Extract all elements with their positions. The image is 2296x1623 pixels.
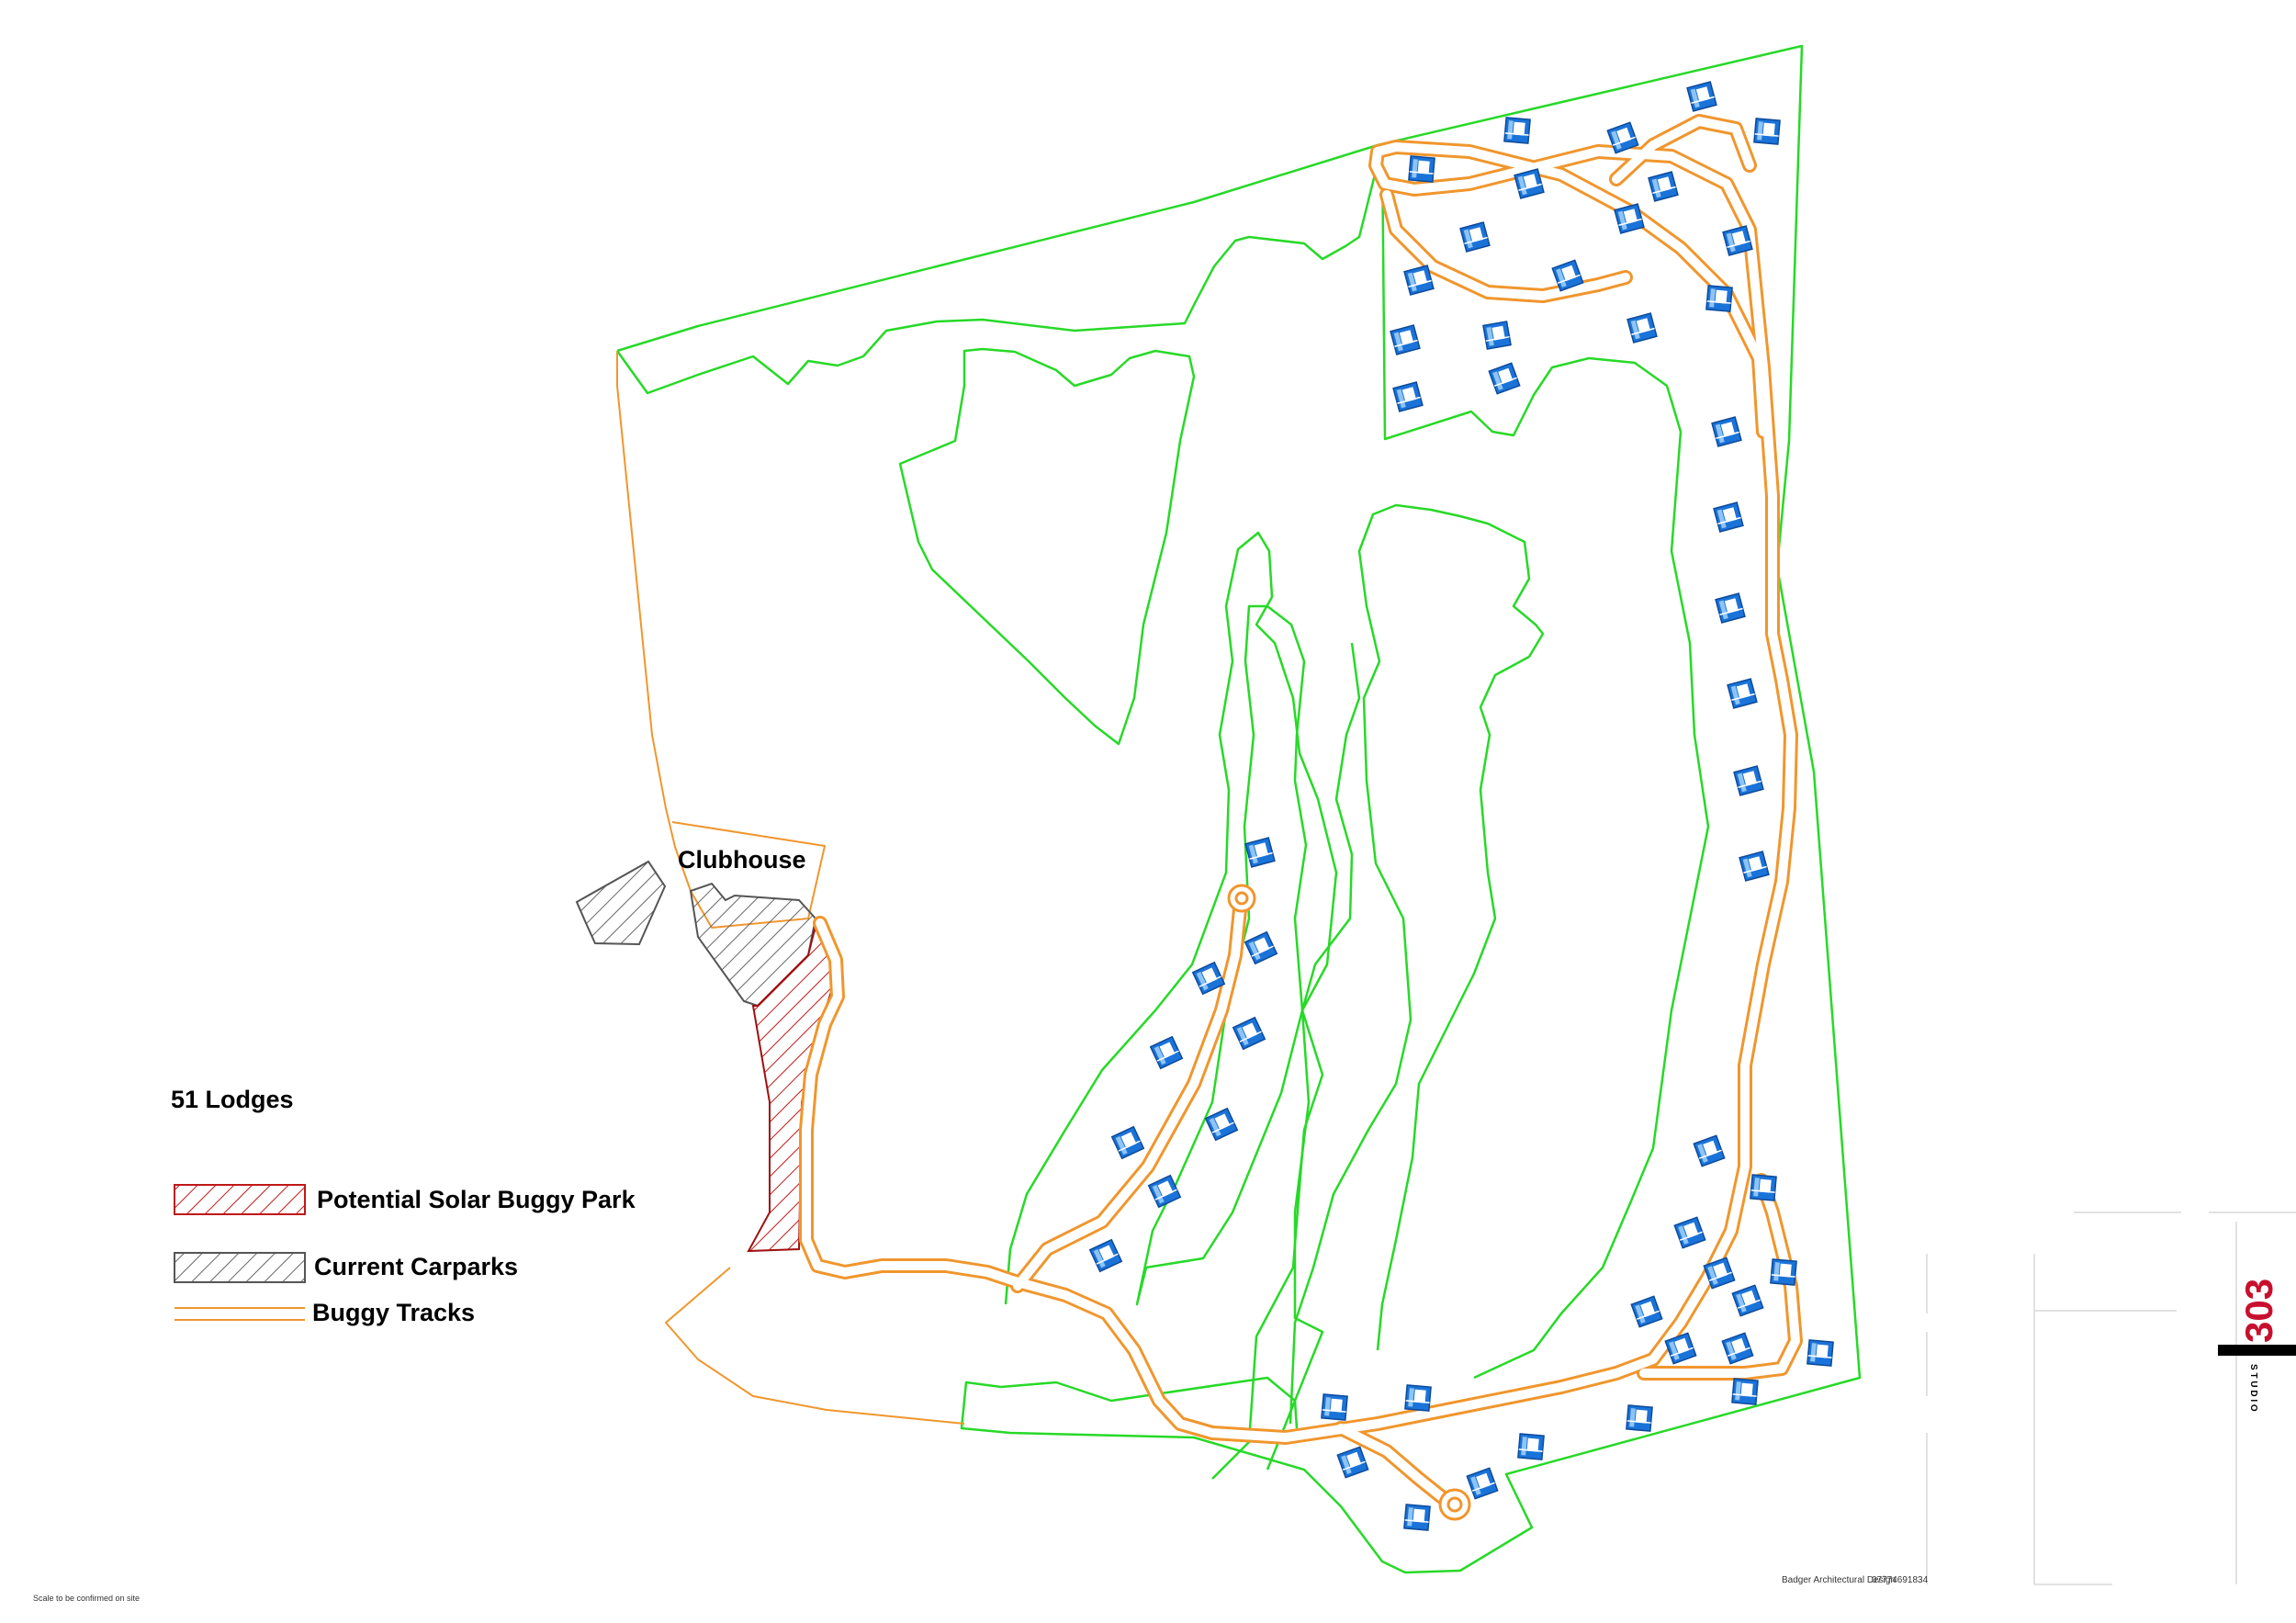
lodge-count-label: 51 Lodges <box>171 1086 294 1113</box>
lodge-icon <box>1705 285 1733 312</box>
lodge-icon <box>1244 930 1278 965</box>
clubhouse-label: Clubhouse <box>678 846 806 873</box>
lodge-icon <box>1753 118 1781 145</box>
fairway-island-west <box>1135 604 1308 1306</box>
lodge-icon <box>1693 1134 1726 1167</box>
lodge-icon <box>1408 155 1435 183</box>
stamp-number: 303 <box>2237 1279 2280 1343</box>
lodge-icon <box>1466 1467 1499 1500</box>
lodge-icon <box>1517 1433 1545 1460</box>
lodge-icon <box>1149 1035 1184 1070</box>
legend-label-solar: Potential Solar Buggy Park <box>317 1186 636 1213</box>
lodge-icon <box>1715 592 1746 624</box>
lodge-icon <box>1232 1016 1266 1051</box>
northern-inner-boundary <box>615 144 1384 395</box>
lodge-icon <box>1614 203 1645 234</box>
legend-label-carpark: Current Carparks <box>314 1253 518 1280</box>
north-east-lodge-boundary <box>1380 144 1710 1380</box>
lodge-icon <box>1713 502 1744 533</box>
lodge-icon <box>1147 1174 1182 1209</box>
buggy-tracks <box>799 114 1803 1521</box>
west-boundary-line <box>616 351 692 892</box>
current-carparks <box>575 860 817 1008</box>
stamp-bar <box>2218 1345 2296 1356</box>
lodge-icon <box>1482 321 1512 350</box>
lodge-icon <box>1459 221 1491 253</box>
lodge-icon <box>1806 1339 1834 1367</box>
lodge-icon <box>1488 362 1521 395</box>
lodges <box>1088 81 1834 1531</box>
lodge-icon <box>1733 765 1764 796</box>
lodge-icon <box>1721 1332 1754 1365</box>
lodge-icon <box>1739 851 1770 882</box>
lodge-icon <box>1731 1378 1759 1405</box>
south-west-boundary <box>665 1267 965 1425</box>
lodge-icon <box>1673 1216 1706 1249</box>
lodge-icon <box>1630 1295 1663 1328</box>
site-boundaries <box>615 44 1862 1574</box>
lodge-icon <box>1404 1384 1432 1412</box>
designer-phone: 07774691834 <box>1872 1575 1929 1585</box>
fairway-north-west <box>898 347 1196 746</box>
lodge-icon <box>1403 265 1435 296</box>
legend-label-tracks: Buggy Tracks <box>312 1299 475 1326</box>
lodge-icon <box>1711 416 1742 447</box>
title-block <box>1926 1212 2296 1585</box>
turning-circles <box>1227 884 1471 1521</box>
designer-name: Badger Architectural Design <box>1782 1575 1896 1585</box>
outer-site-boundary <box>616 44 1862 1574</box>
legend-swatch-carpark <box>174 1252 306 1283</box>
lodge-icon <box>1503 117 1531 144</box>
lodge-icon <box>1110 1125 1145 1160</box>
lodge-icon <box>1686 81 1717 112</box>
lodge-icon <box>1648 171 1679 202</box>
lodge-icon <box>1626 1404 1653 1432</box>
lodge-icon <box>1722 225 1753 256</box>
lodge-icon <box>1514 168 1545 199</box>
studio-303-stamp: 303 S T U D I O <box>2218 1279 2296 1412</box>
lodge-icon <box>1750 1174 1777 1201</box>
lodge-icon <box>1390 324 1421 355</box>
lodge-icon <box>1204 1107 1239 1142</box>
fairway-central-west-edge <box>1211 642 1361 1480</box>
lodge-icon <box>1392 381 1424 412</box>
lodge-icon <box>1731 1284 1764 1317</box>
scale-note: Scale to be confirmed on site <box>33 1594 140 1603</box>
stamp-caption: S T U D I O <box>2248 1364 2258 1412</box>
legend: Potential Solar Buggy Park Current Carpa… <box>174 1184 636 1326</box>
carpark-west <box>575 860 667 946</box>
legend-swatch-solar <box>174 1184 306 1215</box>
lodge-icon <box>1244 837 1276 868</box>
lodge-icon <box>1770 1258 1797 1286</box>
fairway-central <box>1004 531 1338 1471</box>
lodge-icon <box>1727 678 1758 709</box>
lodge-icon <box>1336 1446 1369 1479</box>
lodge-icon <box>1403 1504 1431 1531</box>
lodge-icon <box>1626 312 1658 344</box>
fairway-central-east <box>1289 503 1545 1425</box>
lodge-icon <box>1088 1238 1123 1273</box>
lodge-icon <box>1321 1393 1348 1421</box>
